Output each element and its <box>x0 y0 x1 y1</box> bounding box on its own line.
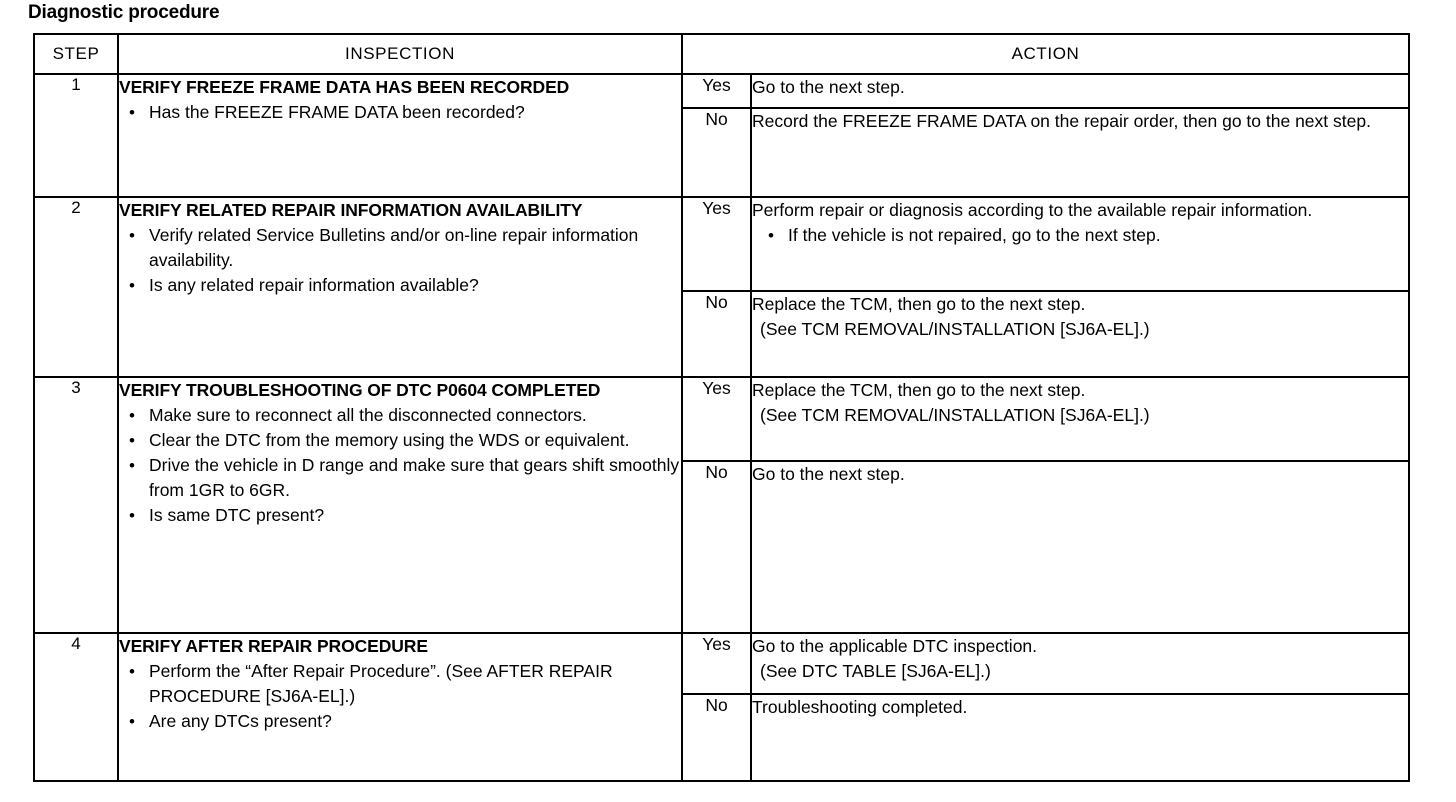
action-line: Perform repair or diagnosis according to… <box>752 200 1313 220</box>
list-item: Perform the “After Repair Procedure”. (S… <box>119 659 681 709</box>
inspection-heading: VERIFY RELATED REPAIR INFORMATION AVAILA… <box>119 200 583 220</box>
inspection-heading: VERIFY FREEZE FRAME DATA HAS BEEN RECORD… <box>119 77 570 97</box>
list-item: Clear the DTC from the memory using the … <box>119 428 681 453</box>
list-item: Make sure to reconnect all the disconnec… <box>119 403 681 428</box>
action-line: Go to the next step. <box>752 77 905 97</box>
action-cell-yes: Go to the applicable DTC inspection. (Se… <box>749 632 1411 695</box>
action-cell-no: Go to the next step. <box>749 460 1411 634</box>
table-row: No Replace the TCM, then go to the next … <box>34 290 1411 378</box>
action-cell-no: Record the FREEZE FRAME DATA on the repa… <box>749 107 1411 198</box>
list-item: Is same DTC present? <box>119 503 681 528</box>
table-row: 2 VERIFY RELATED REPAIR INFORMATION AVAI… <box>33 196 1411 378</box>
list-item: Drive the vehicle in D range and make su… <box>119 453 681 503</box>
page-title: Diagnostic procedure <box>28 2 220 23</box>
action-line: Replace the TCM, then go to the next ste… <box>752 380 1086 400</box>
inspection-bullet-list: Perform the “After Repair Procedure”. (S… <box>119 659 681 734</box>
table-row: No Record the FREEZE FRAME DATA on the r… <box>34 107 1411 198</box>
action-line: Go to the applicable DTC inspection. <box>752 636 1038 656</box>
column-header-action: ACTION <box>680 33 1411 75</box>
answer-yes: Yes <box>681 196 752 292</box>
action-line: Record the FREEZE FRAME DATA on the repa… <box>752 111 1371 131</box>
inspection-heading: VERIFY TROUBLESHOOTING OF DTC P0604 COMP… <box>119 380 601 400</box>
answer-no: No <box>681 290 752 378</box>
action-line: Go to the next step. <box>752 464 905 484</box>
table-row: No Go to the next step. <box>34 460 1411 634</box>
action-cell-no: Replace the TCM, then go to the next ste… <box>749 290 1411 378</box>
table-header-row: STEP INSPECTION ACTION <box>33 33 1411 75</box>
list-item: Verify related Service Bulletins and/or … <box>119 223 681 273</box>
inspection-cell: VERIFY AFTER REPAIR PROCEDURE Perform th… <box>117 632 683 782</box>
diagnostic-procedure-table: STEP INSPECTION ACTION 1 VERIFY FREEZE F… <box>33 33 1411 782</box>
inspection-cell: VERIFY FREEZE FRAME DATA HAS BEEN RECORD… <box>117 73 683 198</box>
list-item: Is any related repair information availa… <box>119 273 681 298</box>
step-number: 4 <box>33 632 119 782</box>
action-cell-no: Troubleshooting completed. <box>749 693 1411 782</box>
action-cell-yes: Go to the next step. <box>749 73 1411 109</box>
inspection-cell: VERIFY TROUBLESHOOTING OF DTC P0604 COMP… <box>117 376 683 634</box>
list-item: Has the FREEZE FRAME DATA been recorded? <box>119 100 681 125</box>
inspection-bullet-list: Make sure to reconnect all the disconnec… <box>119 403 681 528</box>
action-cell-yes: Perform repair or diagnosis according to… <box>749 196 1411 292</box>
inspection-heading: VERIFY AFTER REPAIR PROCEDURE <box>119 636 428 656</box>
inspection-bullet-list: Verify related Service Bulletins and/or … <box>119 223 681 298</box>
answer-yes: Yes <box>681 376 752 462</box>
action-reference: (See TCM REMOVAL/INSTALLATION [SJ6A-EL].… <box>760 319 1150 339</box>
inspection-cell: VERIFY RELATED REPAIR INFORMATION AVAILA… <box>117 196 683 378</box>
answer-yes: Yes <box>681 73 752 109</box>
answer-no: No <box>681 693 752 782</box>
action-line: Troubleshooting completed. <box>752 697 968 717</box>
action-cell-yes: Replace the TCM, then go to the next ste… <box>749 376 1411 462</box>
column-header-step: STEP <box>33 33 119 75</box>
action-bullet-list: If the vehicle is not repaired, go to th… <box>752 223 1408 248</box>
answer-yes: Yes <box>681 632 752 695</box>
step-number: 1 <box>33 73 119 198</box>
step-number: 2 <box>33 196 119 378</box>
table-row: 3 VERIFY TROUBLESHOOTING OF DTC P0604 CO… <box>33 376 1411 634</box>
column-header-inspection: INSPECTION <box>117 33 683 75</box>
table-row: 1 VERIFY FREEZE FRAME DATA HAS BEEN RECO… <box>33 73 1411 198</box>
table-row: 4 VERIFY AFTER REPAIR PROCEDURE Perform … <box>33 632 1411 782</box>
step-number: 3 <box>33 376 119 634</box>
action-line: Replace the TCM, then go to the next ste… <box>752 294 1086 314</box>
answer-no: No <box>681 460 752 634</box>
inspection-bullet-list: Has the FREEZE FRAME DATA been recorded? <box>119 100 681 125</box>
action-reference: (See TCM REMOVAL/INSTALLATION [SJ6A-EL].… <box>760 405 1150 425</box>
action-reference: (See DTC TABLE [SJ6A-EL].) <box>760 661 991 681</box>
list-item: Are any DTCs present? <box>119 709 681 734</box>
table-row: No Troubleshooting completed. <box>34 693 1411 782</box>
answer-no: No <box>681 107 752 198</box>
list-item: If the vehicle is not repaired, go to th… <box>752 223 1408 248</box>
